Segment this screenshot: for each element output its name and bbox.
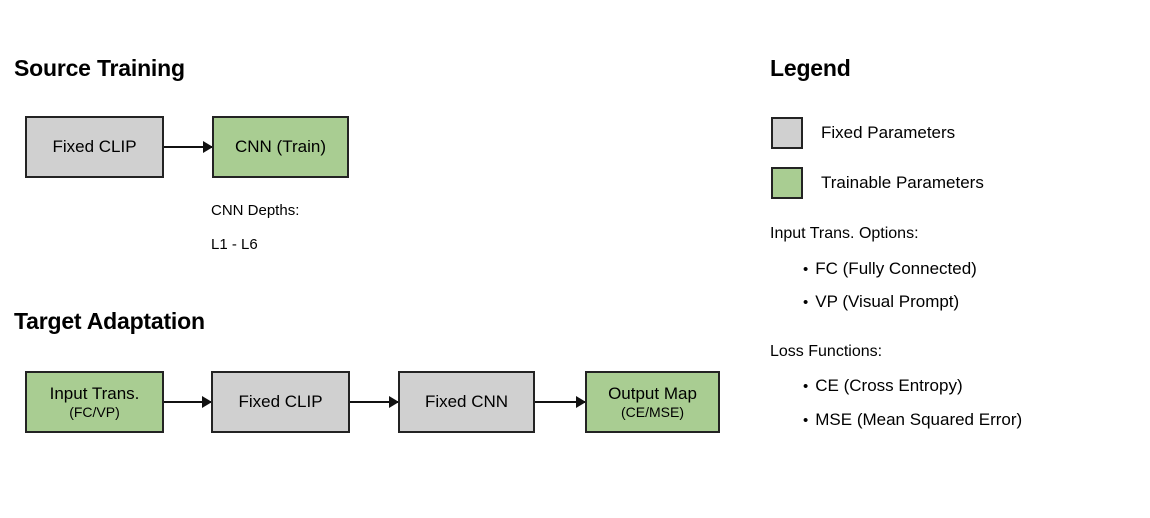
legend-bullet-ce: • CE (Cross Entropy) xyxy=(803,377,963,394)
legend-label: Fixed Parameters xyxy=(821,123,956,142)
legend-bullet-mse: • MSE (Mean Squared Error) xyxy=(803,411,1022,428)
legend-bullet-fc: • FC (Fully Connected) xyxy=(803,260,977,277)
box-fixed-clip-target: Fixed CLIP xyxy=(211,371,350,433)
legend-group-title-input-trans: Input Trans. Options: xyxy=(770,225,919,242)
bullet-dot-icon: • xyxy=(803,412,809,429)
box-label: Fixed CLIP xyxy=(238,392,323,412)
box-output-map: Output Map (CE/MSE) xyxy=(585,371,720,433)
legend-label: Trainable Parameters xyxy=(821,173,984,192)
box-label: Fixed CNN xyxy=(424,392,509,412)
box-label: Fixed CLIP xyxy=(52,137,137,157)
box-cnn-train: CNN (Train) xyxy=(212,116,349,178)
bullet-dot-icon: • xyxy=(803,294,809,311)
source-training-heading: Source Training xyxy=(14,55,185,81)
cnn-depths-label: CNN Depths: xyxy=(211,202,300,219)
box-label: CNN (Train) xyxy=(235,137,326,157)
legend-bullet-label: MSE (Mean Squared Error) xyxy=(815,410,1023,429)
box-fixed-clip-source: Fixed CLIP xyxy=(25,116,164,178)
legend-item-trainable-parameters: Trainable Parameters xyxy=(771,167,984,199)
legend-swatch-trainable-icon xyxy=(771,167,803,199)
box-fixed-cnn: Fixed CNN xyxy=(398,371,535,433)
box-input-trans: Input Trans. (FC/VP) xyxy=(25,371,164,433)
box-label: Input Trans. xyxy=(49,383,140,403)
box-sublabel: (CE/MSE) xyxy=(621,403,684,420)
legend-bullet-label: FC (Fully Connected) xyxy=(815,259,977,278)
bullet-dot-icon: • xyxy=(803,261,809,278)
arrow-fixed-cnn-to-output-map xyxy=(535,401,585,403)
box-sublabel: (FC/VP) xyxy=(69,403,120,420)
legend-group-title-loss-functions: Loss Functions: xyxy=(770,343,883,360)
cnn-depths-value: L1 - L6 xyxy=(211,236,258,253)
legend-bullet-label: VP (Visual Prompt) xyxy=(815,292,960,311)
legend-bullet-vp: • VP (Visual Prompt) xyxy=(803,293,959,310)
legend-bullet-label: CE (Cross Entropy) xyxy=(815,376,963,395)
arrow-fixed-clip-to-fixed-cnn xyxy=(350,401,398,403)
legend-item-fixed-parameters: Fixed Parameters xyxy=(771,117,955,149)
box-label: Output Map xyxy=(608,383,697,403)
legend-heading: Legend xyxy=(770,55,851,81)
arrow-fixed-clip-to-cnn-train xyxy=(164,146,212,148)
bullet-dot-icon: • xyxy=(803,378,809,395)
legend-swatch-fixed-icon xyxy=(771,117,803,149)
target-adaptation-heading: Target Adaptation xyxy=(14,308,205,334)
arrow-input-trans-to-fixed-clip xyxy=(164,401,211,403)
